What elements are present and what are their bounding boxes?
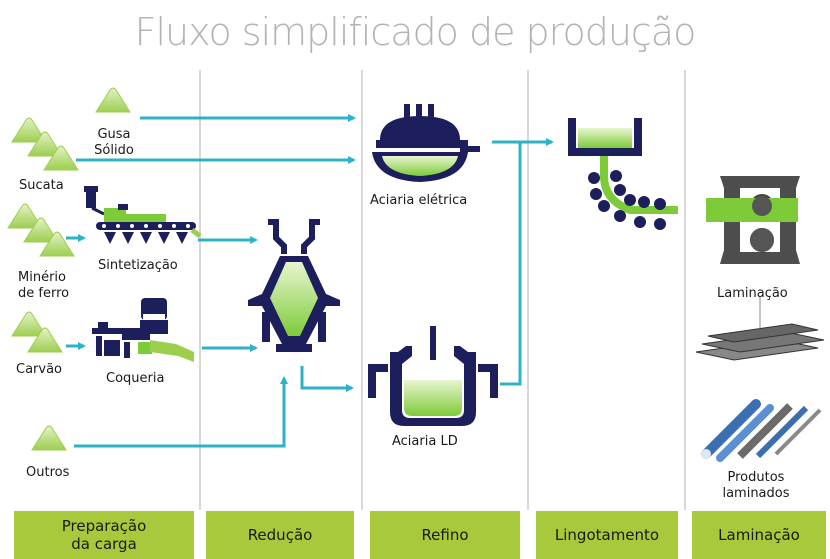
aciaria-eletrica-label: Aciaria elétrica <box>370 193 468 208</box>
stage-lingotamento-label: Lingotamento <box>554 526 660 544</box>
stage-refino-label: Refino <box>421 526 469 544</box>
produtos-label-line2: laminados <box>722 486 790 501</box>
alto-forno-icon <box>248 219 340 352</box>
outros-label: Outros <box>26 465 70 480</box>
gusa-label: Gusa Sólido <box>90 127 138 159</box>
flow-arrows <box>66 114 554 448</box>
page-title: Fluxo simplificado de produção <box>134 10 697 54</box>
produtos-laminados-icon <box>701 399 822 462</box>
produtos-label-line1: Produtos <box>727 470 785 485</box>
produtos-laminados-label: Produtos laminados <box>708 470 804 502</box>
aciaria-ld-icon <box>368 326 498 426</box>
minerio-label-line1: Minério <box>18 270 66 285</box>
aciaria-eletrica-icon <box>372 104 480 182</box>
stage-reducao: Redução <box>206 511 354 559</box>
sucata-piles-icon <box>11 117 79 171</box>
chapas-laminadas-icon <box>695 296 825 361</box>
minerio-piles-icon <box>7 203 75 257</box>
laminacao-label: Laminação <box>717 286 788 301</box>
stage-laminacao-label: Laminação <box>718 526 800 544</box>
carvao-piles-icon <box>11 311 63 353</box>
gusa-pile-icon <box>95 87 131 113</box>
stage-laminacao: Laminação <box>692 511 826 559</box>
stage-preparacao-line2: da carga <box>71 535 137 553</box>
coqueria-label: Coqueria <box>106 371 165 386</box>
sinterizacao-label: Sintetização <box>98 258 178 273</box>
stage-lingotamento: Lingotamento <box>536 511 678 559</box>
outros-pile-icon <box>31 425 67 451</box>
sucata-label: Sucata <box>19 178 64 193</box>
sinterizacao-icon <box>84 186 202 244</box>
minerio-label: Minério de ferro <box>18 270 69 302</box>
stage-reducao-label: Redução <box>247 526 313 544</box>
laminacao-icon <box>706 176 800 264</box>
gusa-label-line2: Sólido <box>94 143 134 158</box>
stage-preparacao-line1: Preparação <box>61 517 147 535</box>
minerio-label-line2: de ferro <box>18 286 70 301</box>
gusa-label-line1: Gusa <box>97 127 131 142</box>
coqueria-icon <box>92 298 194 362</box>
stage-refino: Refino <box>370 511 520 559</box>
carvao-label: Carvão <box>16 362 63 377</box>
aciaria-ld-label: Aciaria LD <box>392 434 458 449</box>
lingotamento-icon <box>568 118 678 230</box>
